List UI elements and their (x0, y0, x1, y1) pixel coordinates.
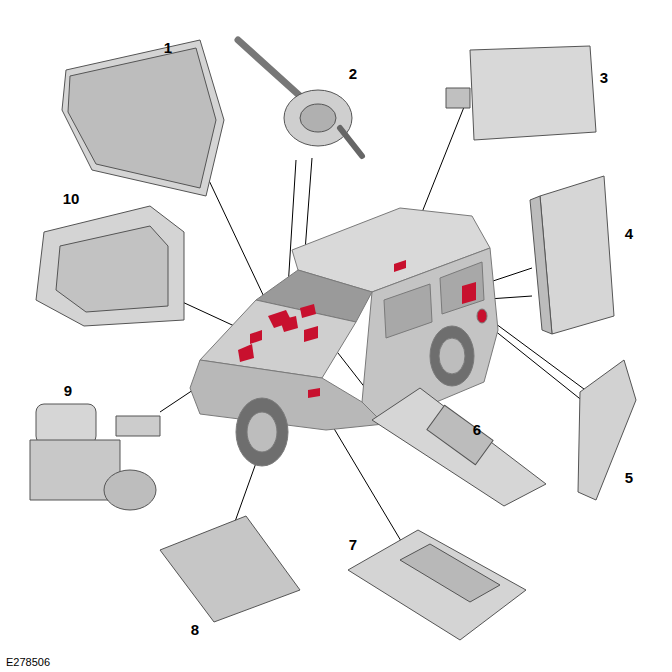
callout-number: 5 (625, 470, 633, 485)
callout-number: 7 (349, 537, 357, 552)
figure-code: E278506 (6, 657, 50, 668)
callout-number: 9 (64, 383, 72, 398)
callout-number: 6 (473, 422, 481, 437)
antenna (372, 388, 546, 506)
highlighted-locations (238, 260, 476, 398)
vehicle (190, 208, 498, 466)
module (446, 46, 596, 140)
module (348, 530, 526, 640)
touch-screen (160, 516, 300, 622)
module (578, 360, 636, 500)
component-figures (30, 40, 636, 640)
callout-number: 2 (349, 66, 357, 81)
brake-booster (30, 404, 160, 510)
module (530, 176, 614, 334)
callout-number: 10 (63, 191, 80, 206)
steering-column-switch (238, 40, 362, 156)
instrument-cluster (62, 40, 224, 196)
callout-number: 8 (191, 622, 199, 637)
leader-lines (160, 102, 588, 556)
callout-number: 3 (600, 70, 608, 85)
module (36, 206, 184, 326)
callout-number: 1 (164, 40, 172, 55)
callout-number: 4 (625, 226, 633, 241)
